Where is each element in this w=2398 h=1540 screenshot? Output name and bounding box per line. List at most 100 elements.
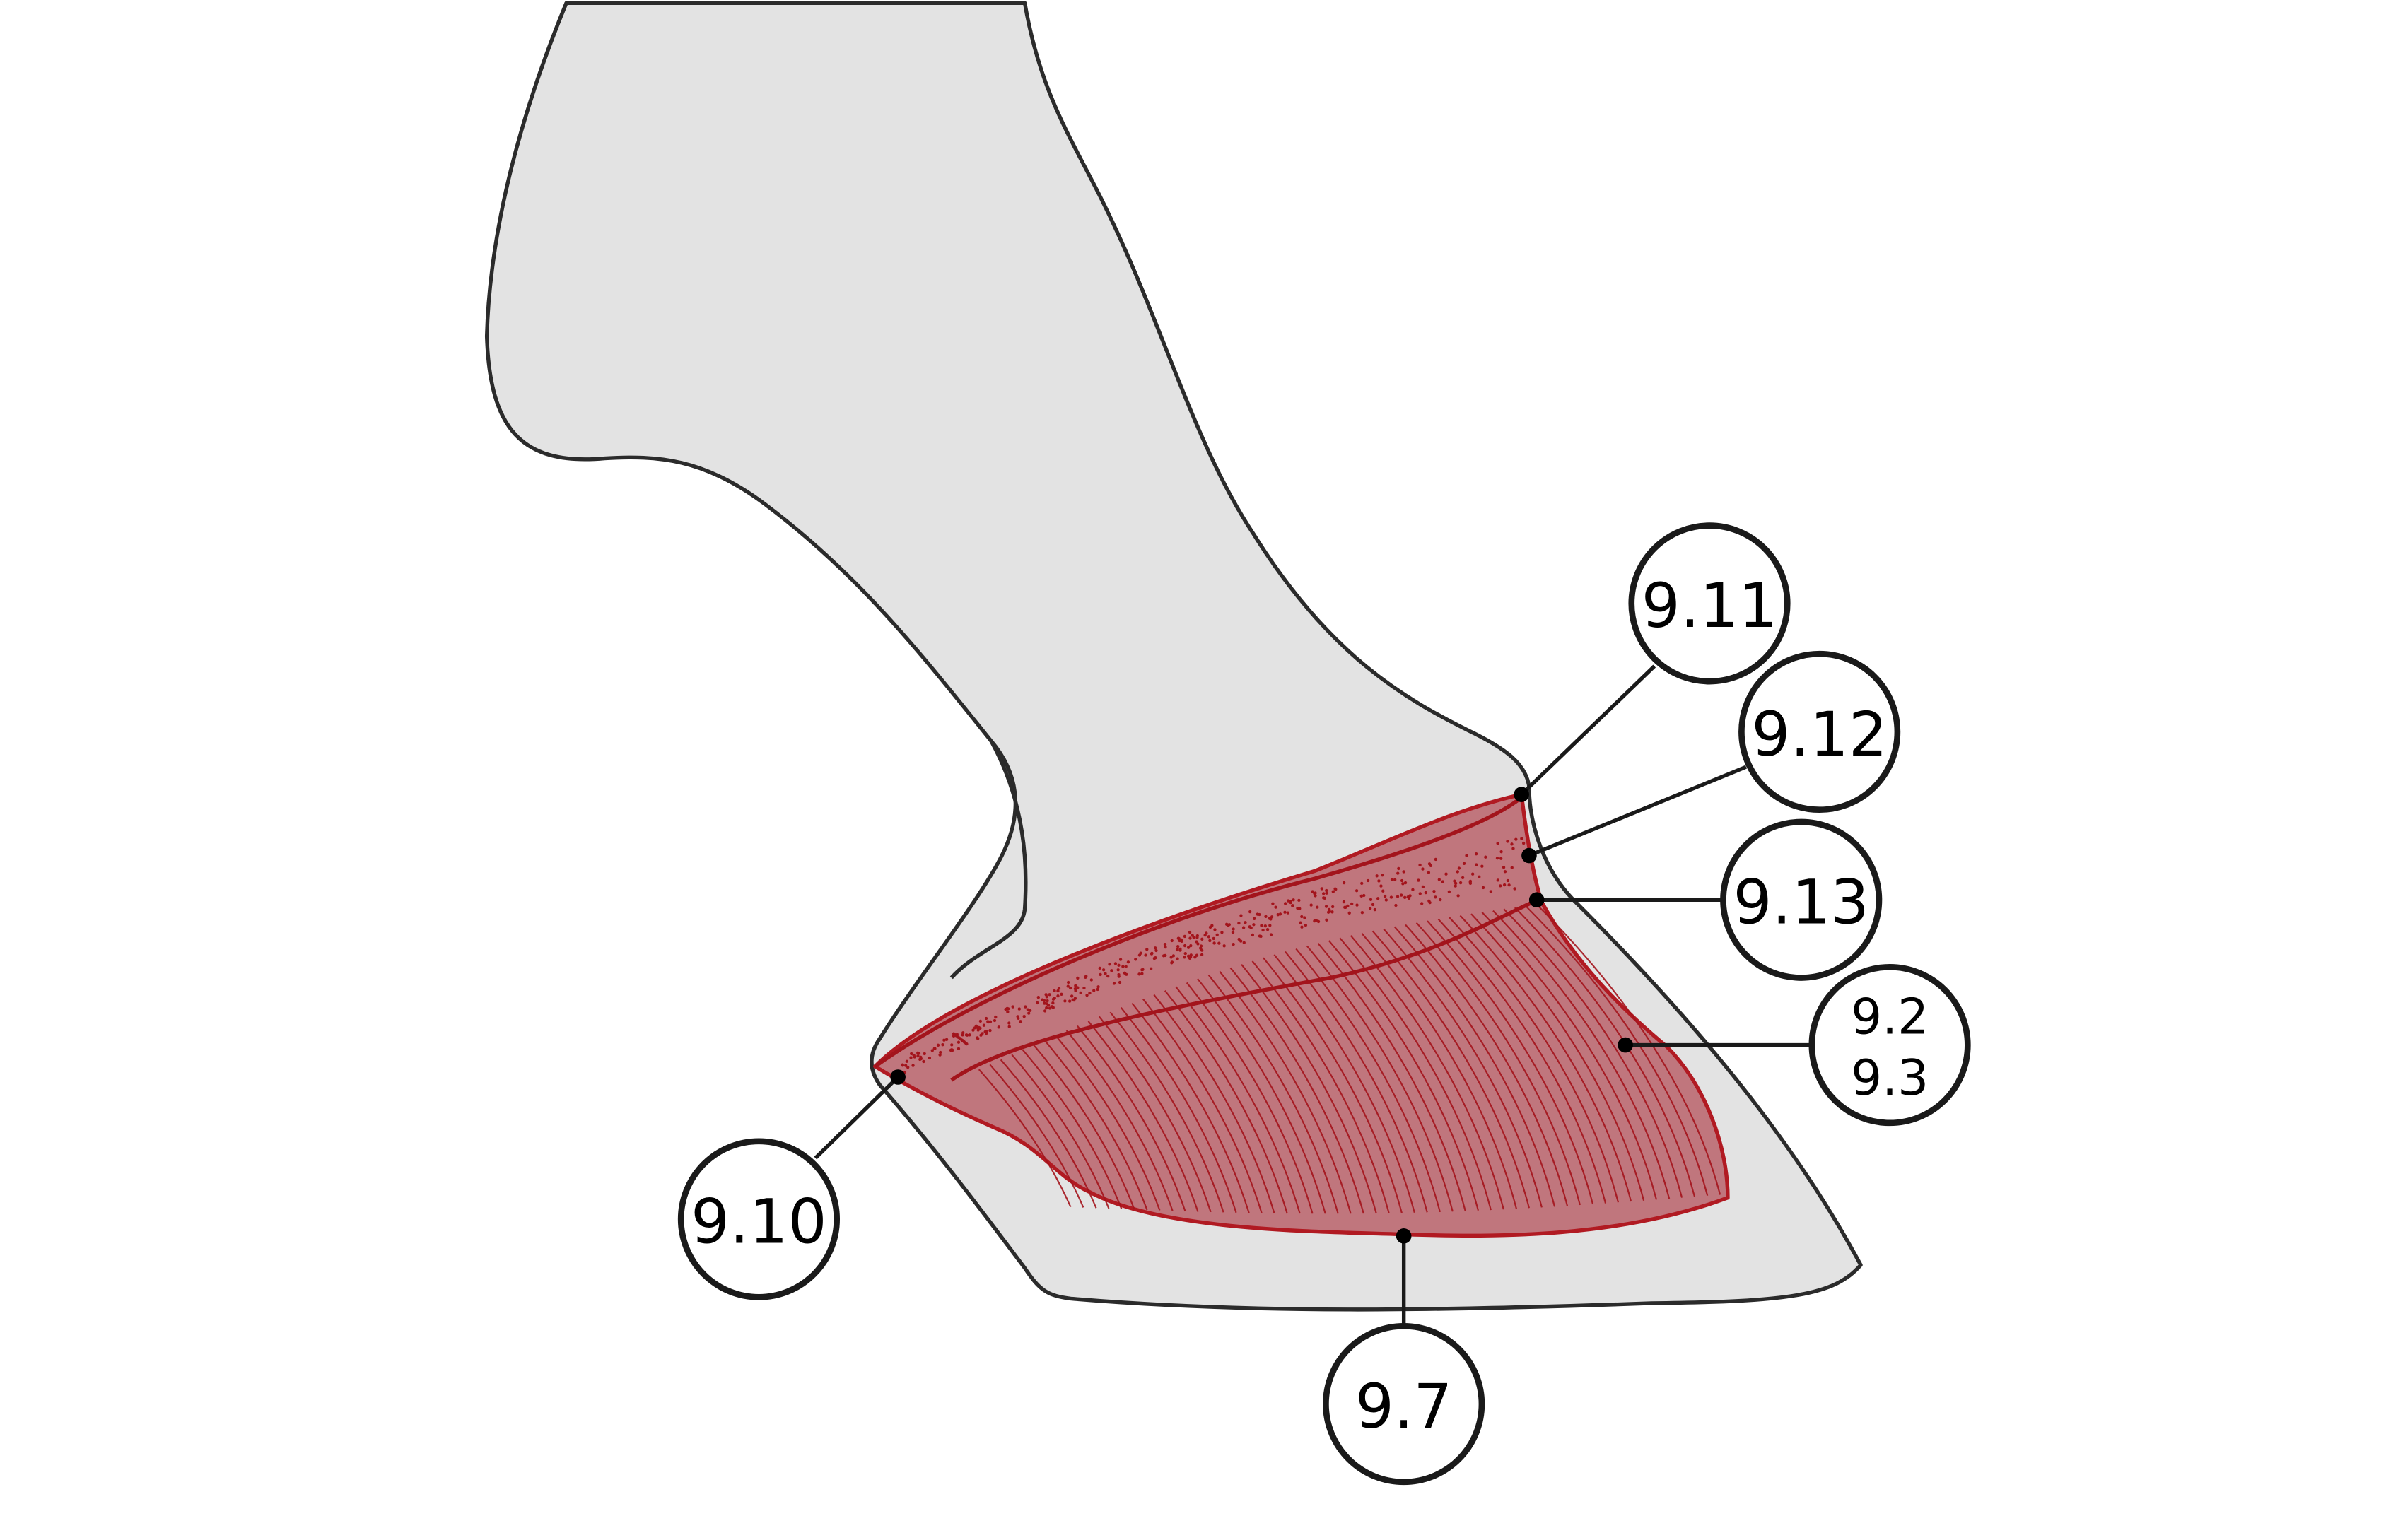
- stipple-dot: [1117, 963, 1121, 967]
- stipple-dot: [950, 1043, 954, 1047]
- stipple-dot: [1326, 910, 1330, 914]
- stipple-dot: [1456, 870, 1459, 874]
- hoof-wall-hatching: [978, 903, 1721, 1214]
- stipple-dot: [1192, 936, 1195, 939]
- anchor-dot-9-11: [1514, 787, 1529, 802]
- stipple-dot: [1237, 921, 1241, 925]
- stipple-dot: [938, 1053, 942, 1057]
- stipple-dot: [1227, 923, 1231, 927]
- stipple-dot: [984, 1016, 988, 1021]
- hatch-line: [1142, 998, 1263, 1213]
- stipple-dot: [1389, 895, 1393, 899]
- stipple-dot: [1297, 898, 1301, 903]
- stipple-dot: [1373, 907, 1376, 912]
- hatch-line: [1022, 1049, 1123, 1209]
- stipple-dot: [1484, 855, 1487, 859]
- stipple-dot: [1269, 917, 1273, 921]
- stipple-dot: [1069, 986, 1072, 990]
- stipple-dot: [932, 1047, 936, 1050]
- stipple-dot: [1096, 987, 1099, 992]
- stipple-dot: [1144, 953, 1147, 957]
- stipple-dot: [1169, 956, 1173, 959]
- stipple-dot: [1232, 927, 1235, 931]
- stipple-dot: [1076, 986, 1080, 989]
- stipple-dot: [1480, 864, 1484, 868]
- stipple-dot: [1070, 994, 1074, 998]
- hatch-line: [1405, 924, 1569, 1206]
- hatch-line: [1263, 957, 1403, 1213]
- stipple-dot: [1200, 948, 1204, 952]
- stipple-dot: [1170, 939, 1174, 943]
- hatch-line: [1361, 932, 1518, 1209]
- stipple-dot: [1347, 911, 1351, 915]
- callout-line-9-11: [1520, 664, 1656, 797]
- callout-9-10: 9.10: [677, 1138, 840, 1300]
- stipple-dot: [1188, 936, 1192, 940]
- stipple-dot: [1330, 910, 1334, 914]
- hatch-line: [1229, 967, 1364, 1214]
- stipple-dot: [1434, 857, 1438, 862]
- stipple-dot: [955, 1033, 959, 1036]
- hatch-line: [1306, 945, 1454, 1212]
- stipple-dot: [912, 1053, 916, 1057]
- stipple-dot: [1088, 991, 1092, 995]
- anchor-dot-9-7: [1396, 1228, 1412, 1244]
- stipple-dot: [1381, 874, 1384, 877]
- stipple-dot: [1208, 939, 1212, 943]
- stipple-dot: [1260, 924, 1263, 927]
- stipple-dot: [944, 1038, 949, 1041]
- hatch-line: [1055, 1035, 1161, 1211]
- hatch-line: [1459, 915, 1632, 1202]
- stipple-dot: [1320, 887, 1323, 891]
- stipple-dot: [1390, 878, 1394, 881]
- stipple-dot: [1200, 953, 1204, 957]
- stipple-dot: [922, 1059, 925, 1064]
- stipple-dot: [1333, 887, 1337, 891]
- callout-9-11: 9.11: [1628, 522, 1791, 685]
- stipple-dot: [1046, 999, 1049, 1003]
- stipple-dot: [1300, 925, 1304, 929]
- stipple-dot: [1051, 997, 1055, 1001]
- stipple-dot: [1403, 895, 1407, 899]
- stipple-dot: [1454, 884, 1457, 888]
- stipple-dot: [1421, 867, 1425, 871]
- stipple-dot: [1393, 878, 1397, 881]
- anchor-dot-9-2: [1618, 1037, 1633, 1053]
- stipple-dot: [1384, 898, 1388, 902]
- callout-label-9-3: 9.3: [1851, 1050, 1929, 1107]
- hatch-line: [1000, 1059, 1097, 1209]
- stipple-dot: [1170, 961, 1174, 965]
- stipple-dot: [928, 1056, 932, 1060]
- stipple-dot: [1434, 895, 1437, 899]
- stipple-dot: [1269, 933, 1273, 936]
- hoof-capsule-region: [873, 792, 1730, 1238]
- hatch-line: [1109, 1011, 1224, 1213]
- stipple-dot: [1067, 980, 1070, 984]
- stipple-dot: [1124, 965, 1128, 968]
- stipple-dot: [1048, 993, 1051, 997]
- hatch-line: [1251, 960, 1390, 1213]
- stipple-dot: [1330, 905, 1335, 909]
- stipple-dot: [1175, 948, 1179, 952]
- stipple-dot: [1420, 902, 1424, 905]
- stipple-dot: [1007, 1025, 1011, 1028]
- stipple-dot: [1400, 878, 1404, 883]
- stipple-dot: [1178, 948, 1182, 952]
- stipple-dot: [1199, 944, 1203, 948]
- stipple-dot: [1224, 922, 1229, 926]
- stipple-dot: [941, 1043, 944, 1047]
- anchor-dot-9-10: [890, 1069, 906, 1085]
- stipple-dot: [1346, 904, 1350, 908]
- stipple-dot: [1503, 870, 1507, 874]
- hatch-line: [1437, 918, 1607, 1204]
- stipple-dot: [1006, 1010, 1010, 1013]
- stipple-dot: [1456, 894, 1460, 898]
- stipple-dot: [1195, 936, 1199, 939]
- stipple-dot: [923, 1052, 926, 1056]
- stipple-dot: [997, 1025, 1000, 1029]
- hatch-line: [1481, 912, 1658, 1200]
- stipple-dot: [936, 1043, 940, 1047]
- stipple-dot: [965, 1042, 969, 1046]
- stipple-dot: [1007, 1021, 1011, 1025]
- stipple-dot: [1462, 862, 1466, 865]
